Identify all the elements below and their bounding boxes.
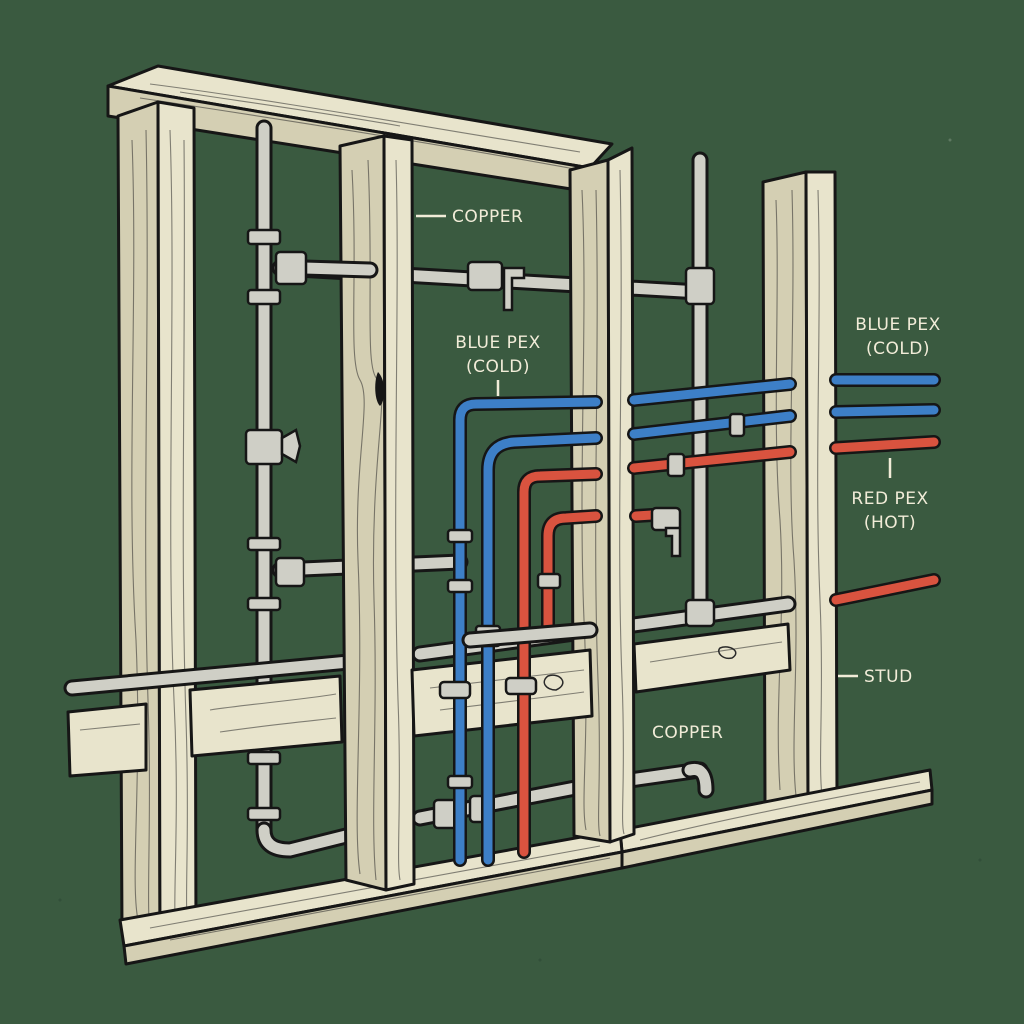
blue-pex-run-1 xyxy=(446,395,603,867)
blocking-left xyxy=(66,674,344,778)
background-texture xyxy=(58,138,982,962)
pex-manifold-fittings xyxy=(438,621,599,700)
label-copper-bottom: COPPER xyxy=(652,723,723,743)
blue-pex-run-right-2 xyxy=(627,403,941,441)
copper-branch-bottom xyxy=(411,760,715,830)
top-plate xyxy=(106,64,614,194)
label-text-line2: (COLD) xyxy=(866,339,930,359)
stud-center-right xyxy=(568,146,636,844)
label-text-line1: RED PEX xyxy=(851,489,928,509)
blocking-right xyxy=(632,622,792,694)
label-red-pex: RED PEX (HOT) xyxy=(851,458,928,533)
label-text-line1: BLUE PEX xyxy=(455,333,541,353)
label-text-line1: BLUE PEX xyxy=(855,315,941,335)
red-pex-run-2 xyxy=(536,509,603,635)
copper-stub-left xyxy=(274,250,379,286)
bottom-plate-left xyxy=(118,828,624,966)
label-blue-pex-middle: BLUE PEX (COLD) xyxy=(455,333,541,396)
label-stud: STUD xyxy=(838,667,913,687)
label-text: COPPER xyxy=(452,207,523,227)
label-text-line2: (COLD) xyxy=(466,357,530,377)
red-pex-run-right-1 xyxy=(627,435,941,478)
stud-far-right xyxy=(761,170,839,808)
label-blue-pex-right: BLUE PEX (COLD) xyxy=(855,315,941,359)
label-text: STUD xyxy=(864,667,913,687)
label-copper-top: COPPER xyxy=(416,207,523,227)
label-text: COPPER xyxy=(652,723,723,743)
red-pex-run-right-2 xyxy=(629,506,941,607)
blue-pex-run-right-1 xyxy=(627,373,941,407)
label-text-line2: (HOT) xyxy=(864,513,916,533)
red-pex-run-1 xyxy=(517,467,603,859)
stud-middle xyxy=(338,134,416,892)
stud-left-end xyxy=(116,100,198,950)
